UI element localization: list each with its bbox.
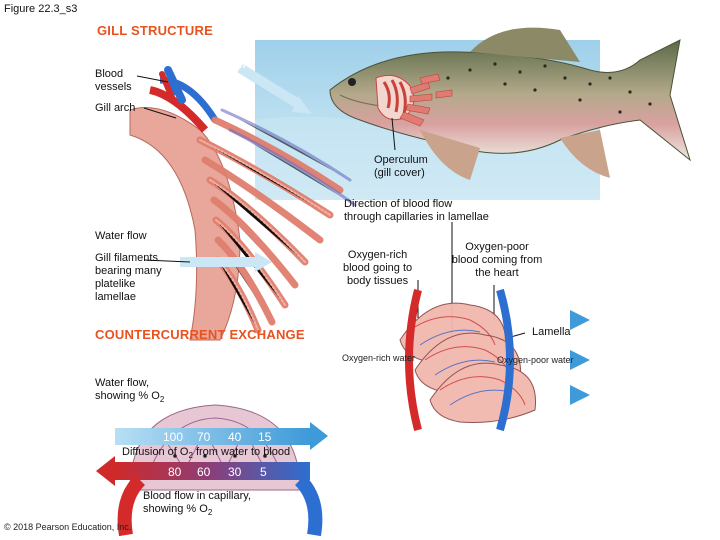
oxygen-poor-water-label: Oxygen-poor water — [497, 355, 574, 365]
gill-arch-label: Gill arch — [95, 102, 136, 114]
gill-structure-heading: GILL STRUCTURE — [97, 23, 213, 38]
oxygen-rich-blood-label: Oxygen-rich blood going to body tissues — [343, 249, 413, 287]
blood-value-4: 5 — [260, 465, 267, 479]
water-value-4: 15 — [258, 430, 272, 444]
figure-number: Figure 22.3_s3 — [4, 3, 78, 15]
fish-gill-window — [375, 73, 453, 127]
water-value-1: 100 — [163, 430, 184, 444]
oxygen-poor-blood-label: Oxygen-poor blood coming from the heart — [451, 241, 543, 279]
diffusion-label: Diffusion of O2 from water to blood — [122, 446, 291, 461]
water-flow-arrow-top — [237, 63, 303, 110]
direction-blood-flow-label: Direction of blood flow through capillar… — [344, 198, 489, 223]
water-flow-top-label: Water flow — [222, 46, 251, 71]
blood-flow-capillary-label: Blood flow in capillary, showing % O2 — [143, 490, 252, 518]
blood-value-1: 80 — [168, 465, 182, 479]
blood-vessels-label: Blood vessels — [95, 68, 132, 93]
countercurrent-illustration — [96, 404, 328, 537]
gill-filaments-label: Gill filaments bearing many platelike la… — [95, 252, 162, 303]
water-value-2: 70 — [197, 430, 211, 444]
water-flow-o2-label: Water flow, showing % O2 — [95, 377, 165, 405]
blood-value-2: 60 — [197, 465, 211, 479]
oxygen-rich-water-label: Oxygen-rich water — [342, 353, 416, 363]
blood-value-3: 30 — [228, 465, 242, 479]
operculum-label: Operculum (gill cover) — [374, 154, 428, 179]
lamellae-illustration — [355, 288, 590, 432]
copyright: © 2018 Pearson Education, Inc. — [4, 522, 132, 532]
countercurrent-heading: COUNTERCURRENT EXCHANGE — [95, 327, 305, 342]
water-flow-left-label: Water flow — [95, 230, 147, 242]
water-value-3: 40 — [228, 430, 242, 444]
trout-illustration — [329, 27, 691, 180]
gill-arch-illustration — [129, 66, 357, 341]
lamella-label: Lamella — [532, 326, 571, 338]
